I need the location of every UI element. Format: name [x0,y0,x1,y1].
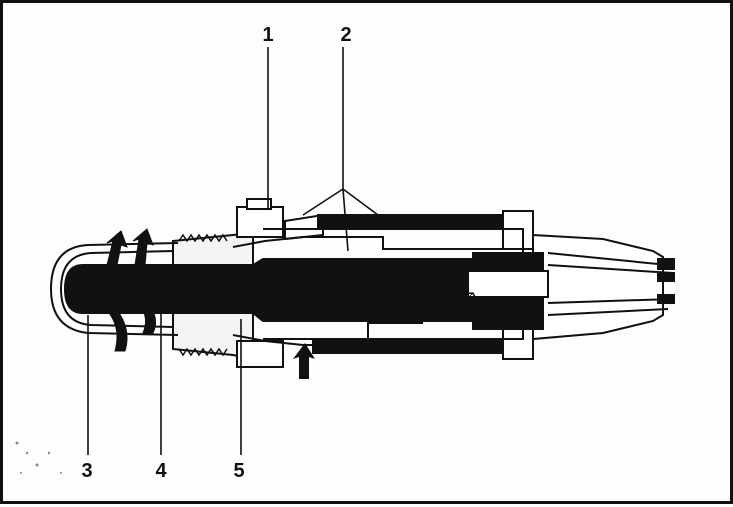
oxygen-sensor-cross-section [15,47,675,474]
inner-body [232,236,503,346]
exhaust-flow-arrows [106,228,157,352]
protective-tube [49,242,179,336]
reference-air-arrow [293,343,315,379]
thread-teeth [178,233,228,357]
callout-3: 3 [81,460,93,482]
cable-connector [532,233,675,341]
callout-5: 5 [233,460,245,482]
hex-nut [236,198,324,368]
leader-lines [87,47,379,455]
callout-1: 1 [262,24,274,46]
ceramic-element [63,252,549,330]
scan-specks [15,441,62,474]
callout-2: 2 [340,24,352,46]
callout-4: 4 [155,460,167,482]
